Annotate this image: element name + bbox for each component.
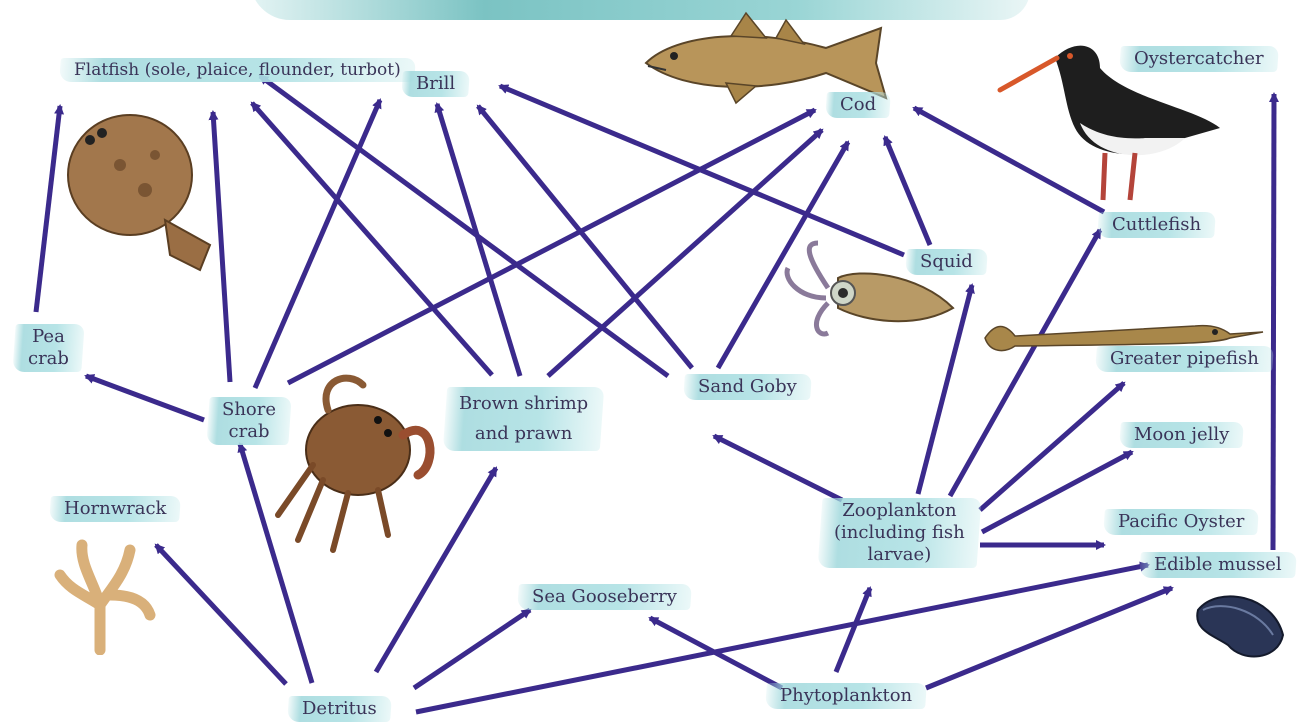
arrow-squid-to-cod: [885, 137, 930, 245]
node-brown-shrimp: Brown shrimp and prawn: [445, 383, 602, 455]
node-detritus-label: Detritus: [288, 692, 391, 726]
node-cuttlefish-label: Cuttlefish: [1098, 208, 1215, 242]
node-sea-gooseberry-label: Sea Gooseberry: [518, 580, 691, 614]
arrow-shore_crab-to-cod: [288, 110, 815, 383]
arrow-detritus-to-hornwrack: [156, 545, 286, 684]
node-pea-crab-label: Pea crab: [14, 320, 83, 376]
arrow-shore_crab-to-pea_crab: [86, 376, 204, 420]
node-edible-mussel: Edible mussel: [1140, 548, 1296, 582]
node-greater-pipefish-label: Greater pipefish: [1096, 342, 1273, 376]
node-flatfish-label: Flatfish (sole, plaice, flounder, turbot…: [60, 54, 415, 86]
hornwrack-icon: [50, 535, 160, 655]
node-greater-pipefish: Greater pipefish: [1096, 342, 1273, 376]
node-hornwrack-label: Hornwrack: [50, 492, 180, 526]
node-squid: Squid: [906, 245, 987, 279]
node-moon-jelly-label: Moon jelly: [1120, 418, 1243, 452]
arrow-sand_goby-to-flatfish: [260, 76, 668, 376]
node-cuttlefish: Cuttlefish: [1098, 208, 1215, 242]
arrow-brown_shrimp-to-flatfish: [252, 103, 492, 375]
node-detritus: Detritus: [288, 692, 391, 726]
arrow-detritus-to-sea_gooseberry: [414, 610, 530, 688]
edible-mussel-icon: [1188, 585, 1288, 665]
node-edible-mussel-label: Edible mussel: [1140, 548, 1296, 582]
node-oystercatcher: Oystercatcher: [1120, 42, 1278, 76]
node-flatfish: Flatfish (sole, plaice, flounder, turbot…: [60, 54, 415, 86]
node-sand-goby: Sand Goby: [684, 370, 811, 404]
node-hornwrack: Hornwrack: [50, 492, 180, 526]
node-brill-label: Brill: [402, 67, 469, 101]
node-pacific-oyster: Pacific Oyster: [1104, 505, 1258, 539]
shore-crab-icon: [268, 365, 448, 555]
arrow-phytoplankton-to-sea_gooseberry: [650, 618, 782, 688]
node-phytoplankton-label: Phytoplankton: [766, 679, 926, 713]
arrow-edible_mussel-to-oystercatcher: [1273, 94, 1274, 550]
node-zooplankton: Zooplankton (including fish larvae): [820, 494, 979, 572]
node-cod-label: Cod: [826, 88, 890, 122]
node-cod: Cod: [826, 88, 890, 122]
node-zooplankton-label: Zooplankton (including fish larvae): [820, 494, 979, 572]
arrow-zooplankton-to-sand_goby: [714, 436, 842, 500]
node-sea-gooseberry: Sea Gooseberry: [518, 580, 691, 614]
arrow-pea_crab-to-flatfish: [36, 106, 60, 312]
node-pea-crab: Pea crab: [14, 320, 83, 376]
node-shore-crab: Shore crab: [208, 393, 290, 449]
arrow-phytoplankton-to-zooplankton: [836, 588, 870, 672]
node-shore-crab-label: Shore crab: [208, 393, 290, 449]
node-brown-shrimp-label: Brown shrimp and prawn: [445, 383, 602, 455]
flatfish-icon: [60, 105, 220, 275]
node-brill: Brill: [402, 67, 469, 101]
node-oystercatcher-label: Oystercatcher: [1120, 42, 1278, 76]
node-moon-jelly: Moon jelly: [1120, 418, 1243, 452]
node-pacific-oyster-label: Pacific Oyster: [1104, 505, 1258, 539]
node-squid-label: Squid: [906, 245, 987, 279]
arrow-sand_goby-to-brill: [478, 106, 692, 368]
node-phytoplankton: Phytoplankton: [766, 679, 926, 713]
node-sand-goby-label: Sand Goby: [684, 370, 811, 404]
